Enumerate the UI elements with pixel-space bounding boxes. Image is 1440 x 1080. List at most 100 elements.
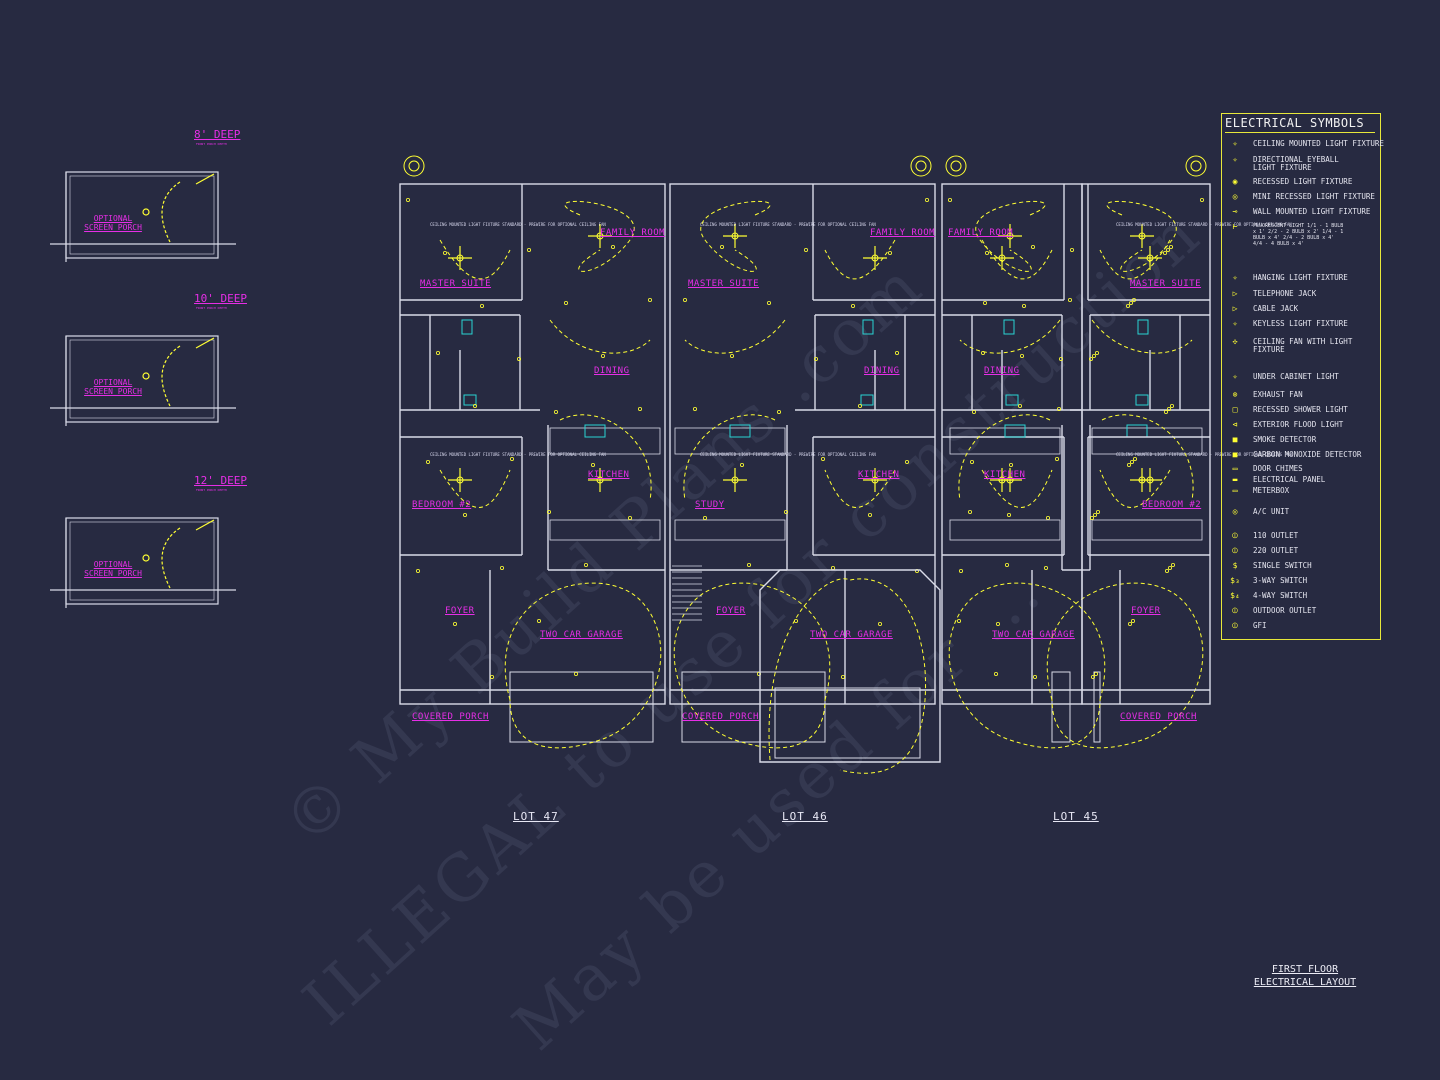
legend-symbol-icon: ◎ <box>1232 192 1238 201</box>
porch-option-sketch <box>50 171 236 262</box>
legend-symbol-icon: ⦶ <box>1232 531 1238 540</box>
legend-label: GFI <box>1253 621 1267 630</box>
caption-line-1: FIRST FLOOR <box>1271 964 1339 975</box>
legend-item: ■SMOKE DETECTOR <box>1222 434 1380 448</box>
room-label-master-suite: MASTER SUITE <box>420 279 492 289</box>
legend-symbol-icon: ✧ <box>1232 273 1238 282</box>
porch-depth-label: 12' DEEP <box>194 474 247 487</box>
ceiling-light-note: CEILING MOUNTED LIGHT FIXTURE STANDARD -… <box>1116 452 1292 457</box>
legend-label: ELECTRICAL PANEL <box>1253 475 1326 484</box>
room-label-foyer: FOYER <box>445 606 475 616</box>
legend-symbol-icon: ✧ <box>1232 372 1238 381</box>
room-label-kitchen: KITCHEN <box>858 470 900 480</box>
legend-item: ▬ELECTRICAL PANEL <box>1222 474 1380 488</box>
ceiling-light-note: CEILING MOUNTED LIGHT FIXTURE STANDARD -… <box>700 452 876 457</box>
legend-label: HANGING LIGHT FIXTURE <box>1253 273 1348 282</box>
legend-label: WALL MOUNTED LIGHT FIXTURE <box>1253 207 1371 216</box>
legend-item: ✧ CEILING MOUNTED LIGHT FIXTURE <box>1222 138 1384 152</box>
porch-options-drawing <box>50 171 236 608</box>
legend-symbol-icon: ⊗ <box>1232 390 1238 399</box>
porch-option-sketch <box>50 335 236 426</box>
room-label-dining: DINING <box>984 366 1020 376</box>
legend-item: ▭ METERBOX <box>1222 485 1380 499</box>
legend-item: ⊗ EXHAUST FAN <box>1222 389 1380 403</box>
legend-item: ✣CEILING FAN WITH LIGHT FIXTURE <box>1222 336 1380 354</box>
townhouse-units-drawing <box>399 155 1211 774</box>
legend-symbol-icon: ✧ <box>1232 139 1238 148</box>
legend-label: UNDER CABINET LIGHT <box>1253 372 1339 381</box>
room-label-family-room: FAMILY ROOM <box>870 228 936 238</box>
room-label-bedroom: BEDROOM #2 <box>412 500 472 510</box>
legend-symbol-icon: ◉ <box>1232 177 1238 186</box>
legend-symbol-icon: ✧ <box>1232 319 1238 328</box>
legend-item: ◎ MINI RECESSED LIGHT FIXTURE <box>1222 191 1380 205</box>
legend-symbol-icon: ⊸ <box>1232 207 1238 216</box>
legend-item: ✧ UNDER CABINET LIGHT <box>1222 371 1380 385</box>
legend-label: EXHAUST FAN <box>1253 390 1303 399</box>
optional-screen-porch-label: OPTIONAL SCREEN PORCH <box>84 214 142 232</box>
room-label-master-suite: MASTER SUITE <box>1130 279 1202 289</box>
legend-label: RECESSED LIGHT FIXTURE <box>1253 177 1353 186</box>
legend-symbol-icon: ▷ <box>1232 289 1238 298</box>
room-label-garage: TWO CAR GARAGE <box>810 630 893 640</box>
room-label-family-room: FAMILY ROOM <box>948 228 1014 238</box>
drawing-caption: FIRST FLOOR ELECTRICAL LAYOUT <box>1240 963 1370 989</box>
room-label-dining: DINING <box>594 366 630 376</box>
legend-item: ⦶OUTDOOR OUTLET <box>1222 605 1380 619</box>
legend-label: EXTERIOR FLOOD LIGHT <box>1253 420 1344 429</box>
legend-item: ⊢FLUORESCENT LIGHT 1/1 - 1 BULB x 1' 2/2… <box>1222 221 1380 247</box>
legend-item: ▷ CABLE JACK <box>1222 303 1380 317</box>
room-label-study: STUDY <box>695 500 725 510</box>
legend-label: 4-WAY SWITCH <box>1253 591 1308 600</box>
legend-item: ▷TELEPHONE JACK <box>1222 288 1380 302</box>
room-label-kitchen: KITCHEN <box>588 470 630 480</box>
ceiling-light-note: CEILING MOUNTED LIGHT FIXTURE STANDARD -… <box>700 222 876 227</box>
optional-screen-porch-label: OPTIONAL SCREEN PORCH <box>84 560 142 578</box>
legend-symbol-icon: □ <box>1232 405 1238 414</box>
unit-plan <box>948 155 1211 749</box>
legend-symbol-icon: ▷ <box>1232 304 1238 313</box>
room-label-master-suite: MASTER SUITE <box>688 279 760 289</box>
room-label-covered-porch: COVERED PORCH <box>412 712 489 722</box>
room-label-foyer: FOYER <box>1131 606 1161 616</box>
caption-line-2: ELECTRICAL LAYOUT <box>1253 977 1357 988</box>
legend-item: $SINGLE SWITCH <box>1222 560 1380 574</box>
porch-depth-label: 10' DEEP <box>194 292 247 305</box>
legend-symbol-icon: ⦶ <box>1232 621 1238 630</box>
legend-label: CEILING MOUNTED LIGHT FIXTURE <box>1253 139 1384 148</box>
legend-item: ⦶220 OUTLET <box>1222 545 1380 559</box>
legend-item: ✧DIRECTIONAL EYEBALL LIGHT FIXTURE <box>1222 154 1380 172</box>
legend-label: DOOR CHIMES <box>1253 464 1303 473</box>
legend-item: ✧ HANGING LIGHT FIXTURE <box>1222 272 1380 286</box>
legend-symbol-icon: ⦶ <box>1232 546 1238 555</box>
room-label-covered-porch: COVERED PORCH <box>1120 712 1197 722</box>
legend-symbol-icon: ■ <box>1232 450 1238 459</box>
legend-label: 110 OUTLET <box>1253 531 1299 540</box>
legend-label: RECESSED SHOWER LIGHT <box>1253 405 1348 414</box>
legend-symbol-icon: ▭ <box>1232 464 1238 473</box>
room-label-covered-porch: COVERED PORCH <box>682 712 759 722</box>
legend-item: ◎A/C UNIT <box>1222 506 1380 520</box>
lot-46-label: LOT 46 <box>782 810 828 823</box>
legend-item: ⦶ 110 OUTLET <box>1222 530 1380 544</box>
legend-symbol-icon: ▭ <box>1232 486 1238 495</box>
legend-item: ■ CARBON MONOXIDE DETECTOR <box>1222 449 1380 463</box>
legend-symbol-icon: ⊢ <box>1232 222 1238 231</box>
room-label-foyer: FOYER <box>716 606 746 616</box>
legend-item: ⊸ WALL MOUNTED LIGHT FIXTURE <box>1222 206 1380 220</box>
lot-45-label: LOT 45 <box>1053 810 1099 823</box>
unit-plan <box>399 155 666 749</box>
porch-depth-label: 8' DEEP <box>194 128 241 141</box>
legend-symbol-icon: ■ <box>1232 435 1238 444</box>
lot-47-label: LOT 47 <box>513 810 559 823</box>
legend-label: METERBOX <box>1253 486 1290 495</box>
ceiling-light-note: CEILING MOUNTED LIGHT FIXTURE STANDARD -… <box>430 222 606 227</box>
legend-label: CABLE JACK <box>1253 304 1299 313</box>
legend-symbol-icon: ⊲ <box>1232 420 1238 429</box>
legend-label: MINI RECESSED LIGHT FIXTURE <box>1253 192 1375 201</box>
room-label-kitchen: KITCHEN <box>984 470 1026 480</box>
room-label-dining: DINING <box>864 366 900 376</box>
legend-label: CARBON MONOXIDE DETECTOR <box>1253 450 1362 459</box>
porch-depth-note: FRONT PORCH DEPTH <box>196 488 227 492</box>
porch-depth-note: FRONT PORCH DEPTH <box>196 142 227 146</box>
